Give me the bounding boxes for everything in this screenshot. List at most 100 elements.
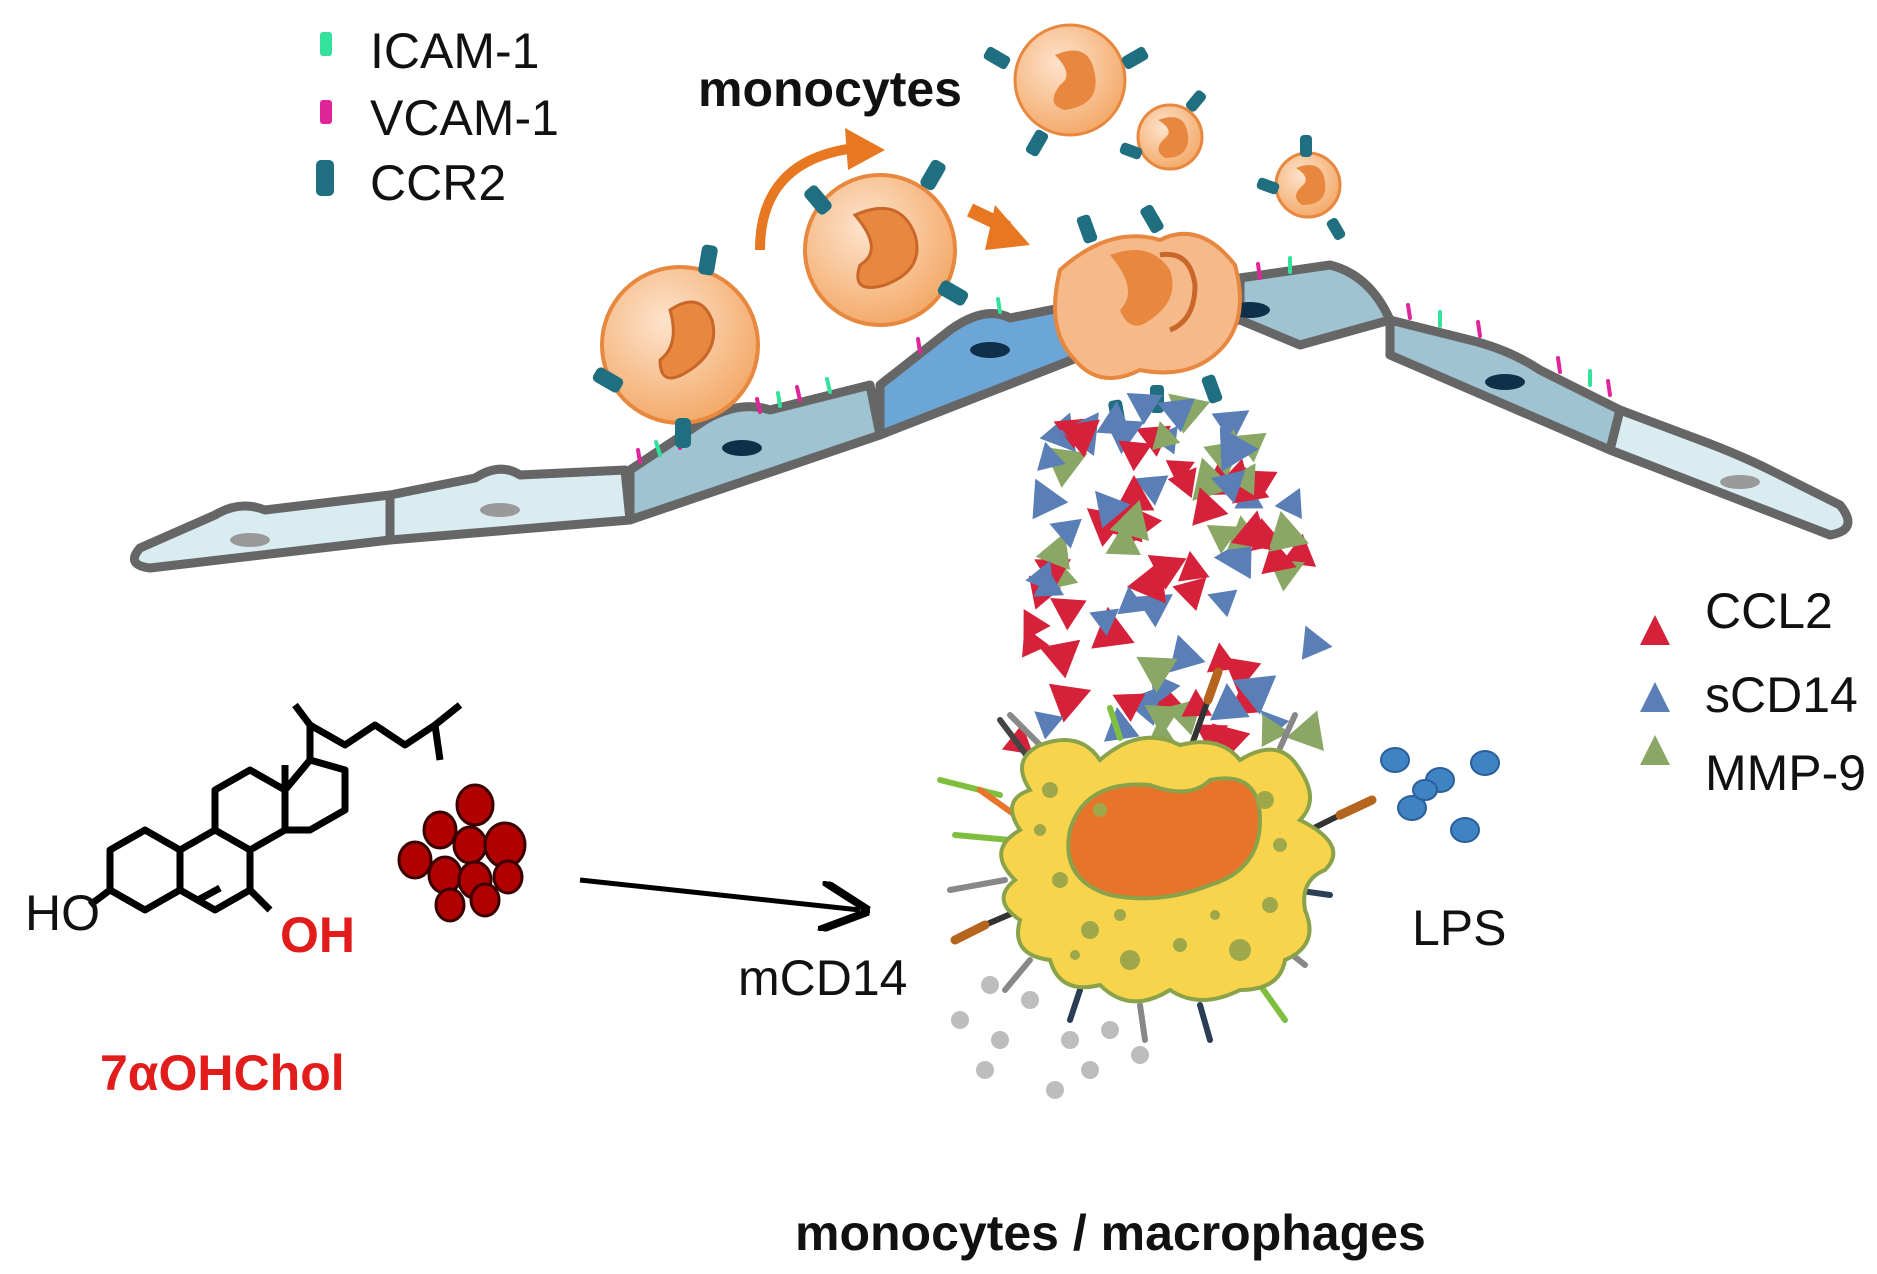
scd14-triangle (1126, 392, 1163, 425)
scd14-triangle (1157, 398, 1195, 433)
endothelial-nucleus (230, 533, 270, 547)
macrophage (937, 667, 1377, 1043)
legend-item-mmp9: MMP-9 (1640, 735, 1866, 801)
macrophage-nucleus (1066, 776, 1263, 901)
endothelial-nucleus (722, 440, 762, 456)
monocyte-transmigrating (1053, 204, 1242, 429)
ccl2-triangle (1192, 487, 1229, 526)
ccl2-triangle (1147, 555, 1187, 590)
icam1-marker-icon (654, 440, 662, 457)
ccl2-triangle (1230, 510, 1271, 551)
mmp9-triangle (1105, 522, 1141, 556)
adhesion-molecules (636, 256, 1612, 464)
monocyte-free-2 (1119, 90, 1207, 171)
scd14-triangle (1219, 427, 1259, 472)
legend-label-ccr2: CCR2 (370, 155, 506, 211)
ccl2-triangle (1039, 639, 1081, 679)
red-triangle-icon (1640, 615, 1670, 645)
legend-item-icam1: ICAM-1 (320, 23, 539, 79)
icam1-marker-icon (320, 32, 332, 56)
ccl2-triangle (1177, 550, 1210, 582)
mmp9-triangle (1261, 714, 1290, 747)
scd14-triangle (1210, 682, 1250, 721)
legend-label-scd14: sCD14 (1705, 667, 1858, 723)
legend-right: CCL2 sCD14 MMP-9 (1640, 583, 1866, 801)
ccl2-triangle (1050, 598, 1087, 631)
ho-label: HO (25, 885, 100, 941)
ccl2-triangle (1195, 724, 1229, 753)
icam1-marker-icon (996, 297, 1002, 314)
blue-triangle-icon (1640, 682, 1670, 712)
scd14-triangle (1210, 470, 1246, 504)
grey-particles (951, 976, 1149, 1099)
rolling-arrows (755, 128, 1030, 251)
bottom-caption: monocytes / macrophages (795, 1205, 1426, 1261)
ccl2-triangle (1059, 419, 1100, 458)
straight-arrowhead (985, 205, 1030, 250)
legend-label-vcam1: VCAM-1 (370, 90, 559, 146)
vcam1-marker-icon (320, 100, 332, 124)
scd14-triangle (1232, 675, 1277, 715)
curved-arrow (755, 143, 856, 251)
vcam1-marker-icon (1556, 356, 1562, 374)
icam1-marker-icon (776, 391, 782, 408)
scd14-triangle (1274, 487, 1302, 520)
legend-item-ccl2: CCL2 (1640, 583, 1833, 645)
legend-label-mmp9: MMP-9 (1705, 745, 1866, 801)
cytoplasm-granules (1034, 782, 1287, 970)
legend-top: ICAM-1 VCAM-1 CCR2 (316, 23, 559, 211)
mmp9-triangle (1035, 532, 1071, 571)
ccl2-triangle (1091, 606, 1135, 649)
vcam1-marker-icon (795, 385, 802, 402)
scd14-triangle (1095, 490, 1131, 529)
endothelial-nucleus (1485, 374, 1525, 390)
endothelial-cell (129, 490, 395, 573)
7a-ohchol-structure (87, 702, 463, 914)
scd14-triangle (1049, 518, 1082, 549)
vcam1-marker-icon (755, 397, 762, 414)
monocyte-free-1 (983, 23, 1149, 157)
lps-label: LPS (1412, 900, 1507, 956)
scd14-triangle (1034, 711, 1064, 740)
mmp9-triangle (1144, 704, 1181, 737)
scd14-triangle (1134, 475, 1169, 506)
vcam1-marker-icon (1256, 262, 1262, 280)
scd14-triangle (1103, 707, 1140, 742)
mmp9-triangle (1268, 510, 1309, 553)
ccl2-triangle (1223, 657, 1262, 693)
scd14-triangle (1211, 410, 1250, 445)
ccl2-triangle (1118, 440, 1153, 472)
endothelial-nucleus (480, 503, 520, 517)
curved-arrowhead (845, 128, 885, 170)
monocytes-label: monocytes (698, 61, 962, 117)
ccl2-triangle (1172, 577, 1207, 612)
mmp9-triangle (1286, 710, 1324, 751)
endothelial-nucleus (1720, 475, 1760, 489)
vcam1-marker-icon (636, 448, 642, 464)
endothelium (129, 260, 1853, 573)
legend-item-ccr2: CCR2 (316, 155, 506, 211)
compound-label: 7αOHChol (100, 1045, 345, 1101)
mmp9-triangle (1152, 421, 1181, 450)
ccr2-receptor-icon (316, 160, 334, 196)
scd14-triangle (1207, 589, 1238, 618)
scd14-triangle (1117, 586, 1147, 615)
monocyte-free-3 (1256, 135, 1346, 241)
scd14-triangle (1037, 441, 1066, 471)
legend-item-scd14: sCD14 (1640, 667, 1858, 723)
endothelial-nuclei (230, 302, 1760, 547)
ccl2-triangle (1112, 693, 1146, 723)
scd14-triangle (1096, 401, 1133, 436)
ccl2-triangle (1165, 460, 1195, 486)
endothelial-cell (1605, 405, 1853, 540)
monocyte-rolling-2 (803, 159, 969, 327)
scd14-triangle (1033, 568, 1065, 597)
oh-label: OH (280, 907, 355, 963)
ccl2-triangle (1248, 470, 1278, 497)
lps-particles (1380, 747, 1500, 843)
endothelial-nucleus (970, 342, 1010, 358)
scd14-triangle (1089, 608, 1120, 637)
secreted-mediators (1001, 392, 1333, 762)
legend-item-vcam1: VCAM-1 (320, 90, 559, 146)
